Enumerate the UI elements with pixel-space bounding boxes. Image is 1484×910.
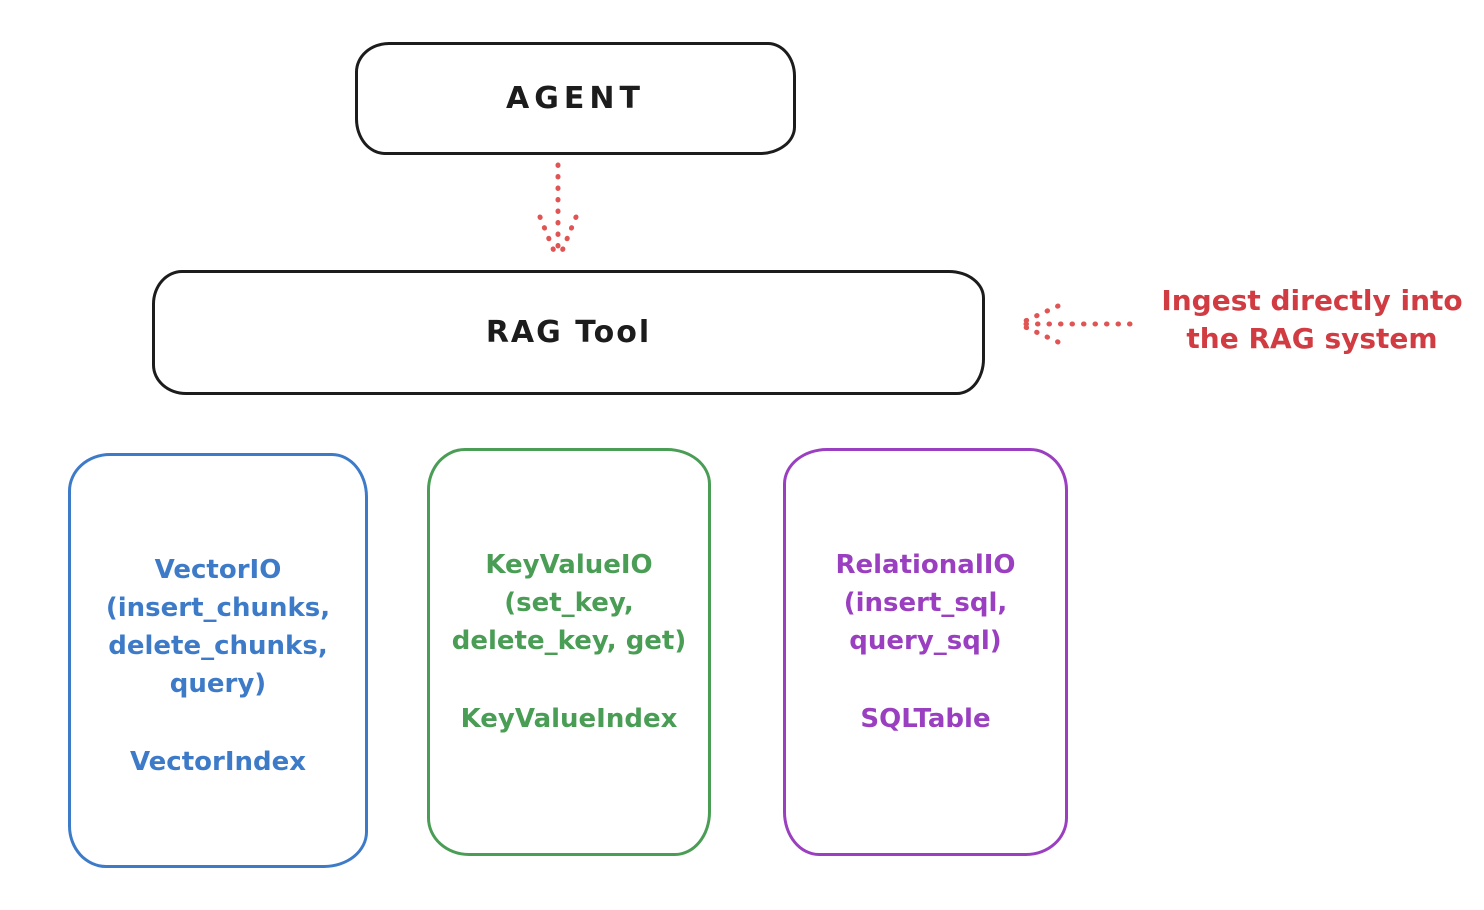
relational-io-box: RelationalIO (insert_sql, query_sql) SQL…: [783, 448, 1068, 856]
rag-tool-label: RAG Tool: [485, 315, 652, 350]
pillar-method-line: query_sql): [849, 626, 1002, 656]
dotted-arrow-left-icon: [1020, 303, 1133, 345]
pillar-method-line: (insert_sql,: [843, 588, 1008, 618]
pillar-method-line: (insert_chunks,: [105, 593, 331, 623]
pillar-index-label: VectorIndex: [129, 747, 307, 777]
pillar-method-line: delete_chunks,: [108, 631, 328, 661]
agent-label: AGENT: [506, 81, 645, 116]
pillar-title: KeyValueIO: [485, 550, 653, 580]
pillar-index-label: KeyValueIndex: [460, 704, 678, 734]
ingest-annotation: Ingest directly into the RAG system: [1140, 282, 1484, 358]
annotation-line: the RAG system: [1186, 322, 1438, 355]
keyvalue-io-box: KeyValueIO (set_key, delete_key, get) Ke…: [427, 448, 711, 856]
pillar-title: RelationalIO: [835, 550, 1016, 580]
annotation-line: Ingest directly into: [1161, 284, 1463, 317]
relational-io-text: RelationalIO (insert_sql, query_sql) SQL…: [786, 451, 1065, 738]
pillar-method-line: query): [169, 669, 267, 699]
pillar-title: VectorIO: [154, 555, 282, 585]
pillar-index-label: SQLTable: [860, 704, 991, 734]
rag-tool-box: RAG Tool: [152, 270, 985, 395]
pillar-method-line: (set_key,: [504, 588, 634, 618]
agent-box: AGENT: [355, 42, 796, 155]
vector-io-box: VectorIO (insert_chunks, delete_chunks, …: [68, 453, 368, 868]
vector-io-text: VectorIO (insert_chunks, delete_chunks, …: [71, 456, 365, 781]
pillar-method-line: delete_key, get): [451, 626, 687, 656]
dotted-arrow-down-icon: [537, 162, 579, 259]
keyvalue-io-text: KeyValueIO (set_key, delete_key, get) Ke…: [430, 451, 708, 738]
